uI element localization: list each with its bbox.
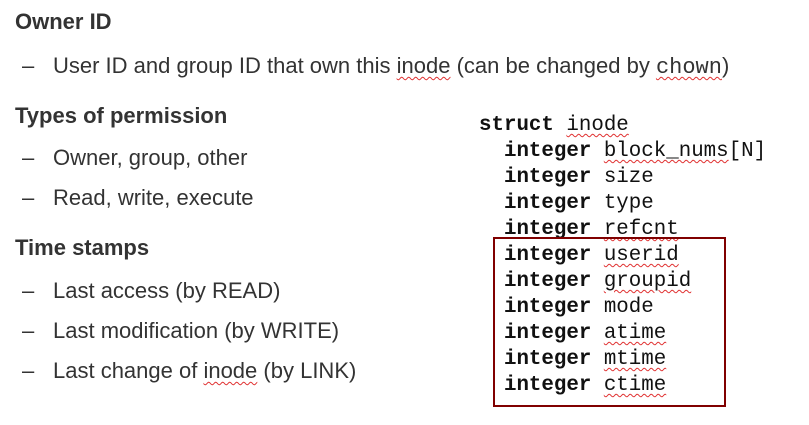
field-suffix: [N] [728, 140, 767, 163]
field-name: refcnt [603, 218, 679, 241]
bullet: –Last access (by READ) [22, 278, 280, 304]
keyword: struct [479, 114, 554, 137]
field-name: block_nums [603, 140, 729, 163]
dash: – [22, 278, 35, 303]
code-chown: chown [655, 55, 722, 80]
field-type: integer [503, 270, 592, 293]
heading-permission: Types of permission [15, 103, 228, 128]
bullet: –Last change of inode (by LINK) [22, 358, 356, 384]
struct-header: struct inode [479, 113, 766, 139]
text: Last change of [53, 358, 204, 383]
dash: – [22, 145, 35, 170]
bullet: –Owner, group, other [22, 145, 247, 171]
field-type: integer [503, 218, 592, 241]
text: inode [203, 358, 258, 383]
dash: – [22, 185, 35, 210]
field-name: ctime [603, 374, 667, 397]
struct-field: integer type [479, 191, 766, 217]
bullet: –Last modification (by WRITE) [22, 318, 339, 344]
struct-field: integer block_nums[N] [479, 139, 766, 165]
struct-field: integer ctime [479, 373, 766, 399]
field-name: userid [603, 244, 679, 267]
bullet: –Read, write, execute [22, 185, 254, 211]
field-type: integer [503, 192, 592, 215]
field-name: type [603, 192, 654, 215]
field-type: integer [503, 140, 592, 163]
text: ) [721, 53, 730, 78]
text: (can be changed by [450, 53, 656, 78]
field-type: integer [503, 296, 592, 319]
struct-name: inode [566, 114, 629, 137]
field-name: size [603, 166, 654, 189]
field-type: integer [503, 166, 592, 189]
text: Last modification (by WRITE) [53, 318, 340, 343]
text: Read, write, execute [53, 185, 254, 210]
struct-field: integer atime [479, 321, 766, 347]
text: Owner, group, other [53, 145, 248, 170]
struct-field: integer mode [479, 295, 766, 321]
text: (by LINK) [257, 358, 357, 383]
field-type: integer [503, 348, 592, 371]
field-type: integer [503, 322, 592, 345]
heading-owner-id: Owner ID [15, 9, 112, 34]
struct-field: integer groupid [479, 269, 766, 295]
text: Last access (by READ) [53, 278, 281, 303]
struct-inode-code: struct inode integer block_nums[N] integ… [479, 113, 766, 399]
struct-field: integer size [479, 165, 766, 191]
text: inode [396, 53, 451, 78]
field-name: mtime [603, 348, 667, 371]
field-type: integer [503, 374, 592, 397]
field-name: groupid [603, 270, 692, 293]
dash: – [22, 53, 35, 78]
field-name: atime [603, 322, 667, 345]
field-type: integer [503, 244, 592, 267]
struct-field: integer mtime [479, 347, 766, 373]
text: User ID and group ID that own this [53, 53, 397, 78]
struct-field: integer userid [479, 243, 766, 269]
struct-field: integer refcnt [479, 217, 766, 243]
heading-time-stamps: Time stamps [15, 235, 150, 260]
dash: – [22, 358, 35, 383]
highlight-box [493, 237, 726, 407]
dash: – [22, 318, 35, 343]
bullet-owner-id: –User ID and group ID that own this inod… [22, 53, 729, 81]
field-name: mode [603, 296, 654, 319]
